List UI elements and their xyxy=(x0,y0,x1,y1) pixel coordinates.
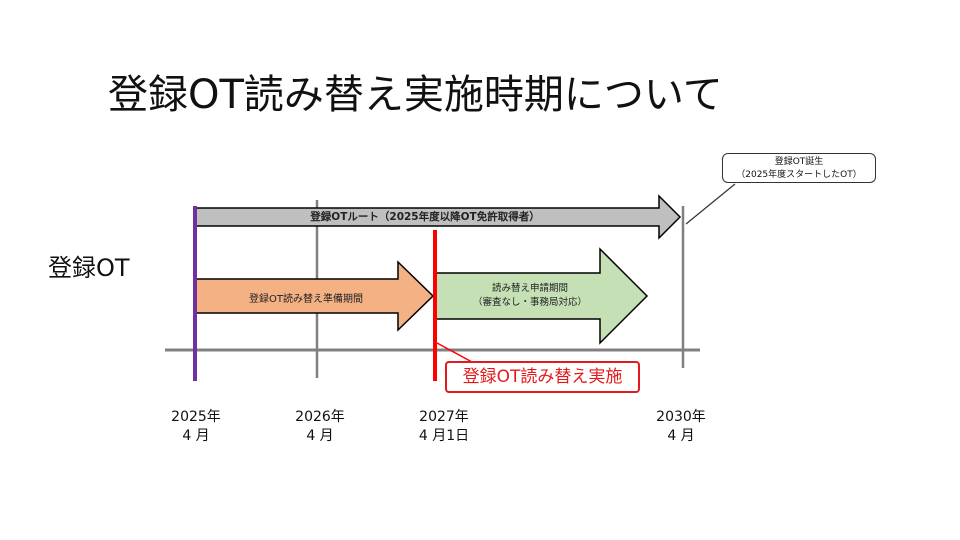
apply-period-arrow xyxy=(435,247,649,345)
date-month: 4 月1日 xyxy=(418,428,470,444)
date-label-2026: 2026年 4 月 xyxy=(275,408,365,446)
prep-arrow-label: 登録OT読み替え準備期間 xyxy=(249,294,363,305)
callout-line1: 登録OT誕生 xyxy=(774,157,824,167)
callout-registered-ot-birth: 登録OT誕生 （2025年度スタートしたOT） xyxy=(722,153,876,183)
date-label-2025: 2025年 4 月 xyxy=(151,408,241,446)
apply-arrow-label-line2: （審査なし・事務局対応） xyxy=(472,297,587,308)
callout-line2: （2025年度スタートしたOT） xyxy=(736,170,862,180)
page-title: 登録OT読み替え実施時期について xyxy=(108,72,723,118)
implementation-label: 登録OT読み替え実施 xyxy=(445,361,640,393)
date-year: 2027年 xyxy=(419,409,469,425)
row-label-registered-ot: 登録OT xyxy=(48,254,130,282)
apply-arrow-label-line1: 読み替え申請期間 xyxy=(491,283,568,294)
prep-period-arrow xyxy=(195,260,435,332)
date-month: 4 月 xyxy=(667,428,695,444)
date-year: 2026年 xyxy=(295,409,345,425)
callout-pointer xyxy=(685,183,736,225)
date-month: 4 月 xyxy=(182,428,210,444)
date-month: 4 月 xyxy=(306,428,334,444)
route-arrow-label: 登録OTルート（2025年度以降OT免許取得者） xyxy=(310,211,540,223)
date-year: 2025年 xyxy=(171,409,221,425)
date-label-2027: 2027年 4 月1日 xyxy=(399,408,489,446)
red-label-pointer xyxy=(436,342,473,363)
date-label-2030: 2030年 4 月 xyxy=(636,408,726,446)
route-arrow xyxy=(195,194,682,240)
date-year: 2030年 xyxy=(656,409,706,425)
